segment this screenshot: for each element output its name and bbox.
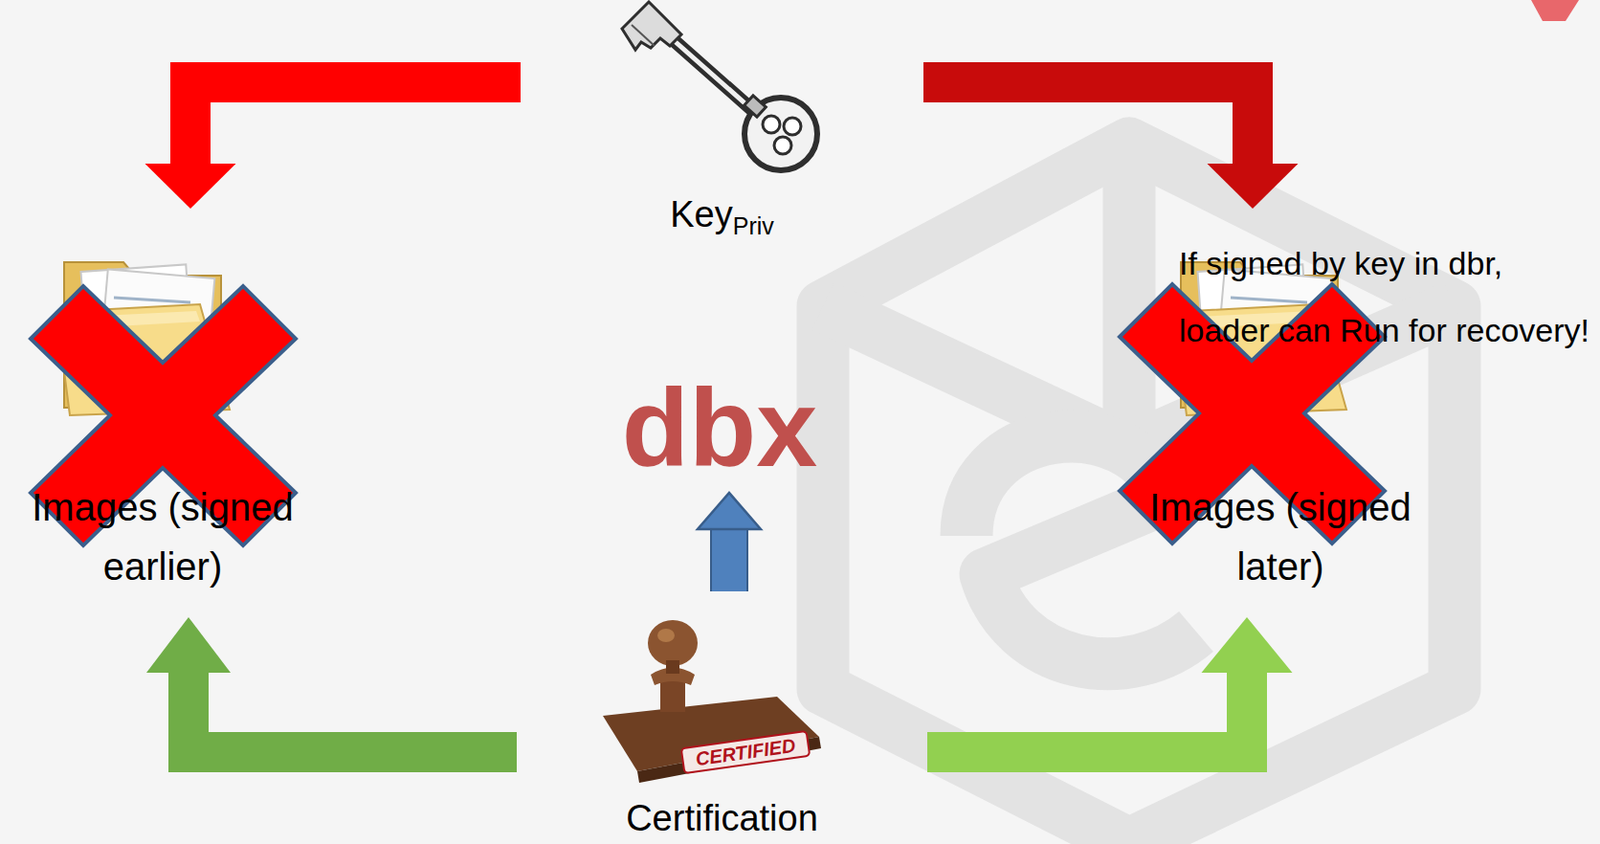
key-node: KeyPriv — [520, 0, 924, 243]
text-block: dbx — [610, 373, 829, 484]
node-label: Key — [669, 194, 733, 235]
block-arrow — [697, 492, 761, 592]
text-block: Images (signed earlier) — [5, 477, 320, 597]
text-block: KeyPriv — [520, 192, 924, 241]
dbx-label: dbx — [610, 363, 829, 493]
image-folder: Images (signed earlier) — [5, 208, 320, 618]
subscript: Priv — [733, 212, 775, 240]
text-block: Images (signed later) — [1123, 477, 1438, 597]
block-arrow — [927, 617, 1293, 753]
node-label: Certification — [516, 796, 928, 841]
node-label: Images (signed later) — [1123, 477, 1438, 597]
text-block: Certification — [516, 796, 928, 841]
block-arrow — [923, 82, 1299, 209]
note-text: If signed by key in dbr, loader can Run … — [1178, 229, 1595, 364]
block-arrow — [145, 82, 522, 209]
corner-mark — [1531, 0, 1579, 22]
node-label: Images (signed earlier) — [5, 477, 320, 597]
key-icon — [622, 1, 818, 171]
certification-node: Certification — [516, 591, 928, 844]
node-label: dbx — [610, 373, 829, 484]
stamp-icon — [602, 620, 822, 783]
block-arrow — [146, 617, 517, 753]
